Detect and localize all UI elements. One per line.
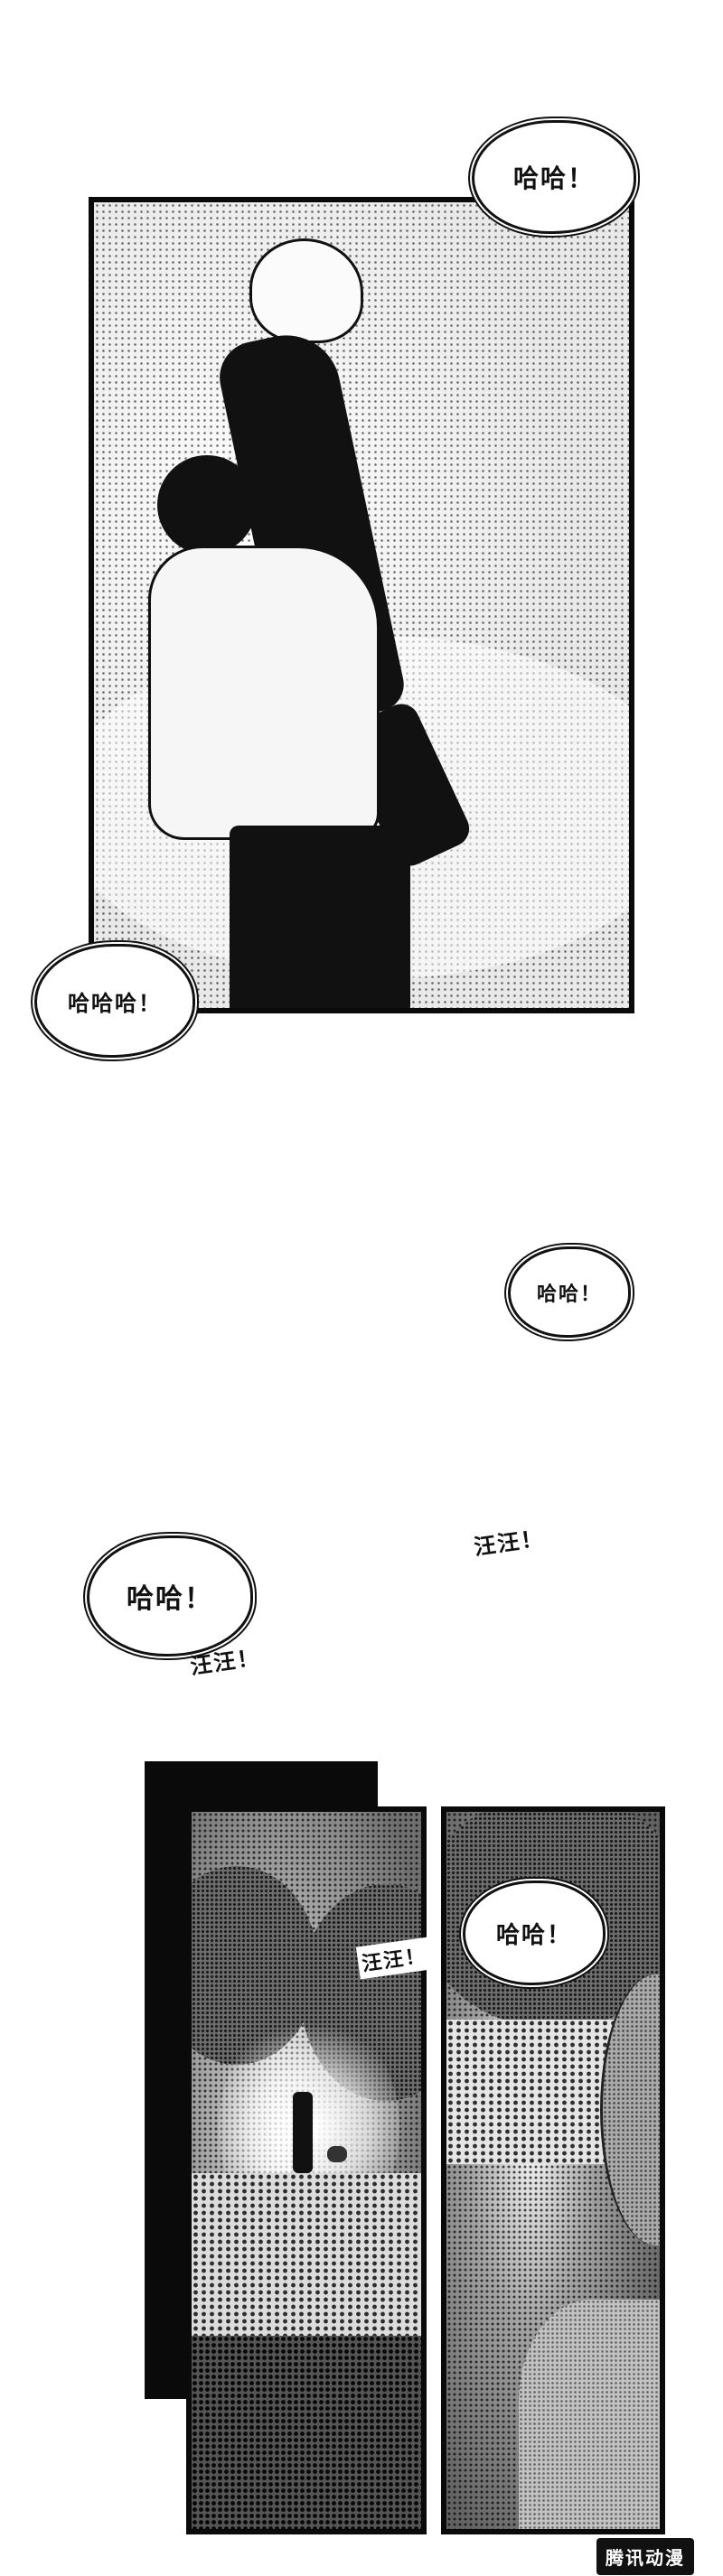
bubble-text: 哈哈！ (536, 1283, 602, 1306)
panel-forest-wide (186, 1806, 427, 2534)
sfx-bark-right: 汪汪！ (472, 1525, 546, 1561)
bubble-text: 哈哈！ (495, 1921, 572, 1949)
couple-figure (293, 2092, 313, 2173)
speech-bubble-laugh-mid-left: 哈哈！ (87, 1535, 253, 1657)
darkhair-head (157, 455, 257, 555)
speech-bubble-laugh-bottom: 哈哈哈！ (34, 944, 195, 1058)
panel-embrace (89, 197, 634, 1013)
dog-figure (327, 2146, 347, 2162)
speech-bubble-laugh-top: 哈哈！ (472, 120, 636, 234)
darkhair-white-shirt (148, 546, 380, 840)
closeup-shoulder (519, 2300, 660, 2529)
blonde-hair (249, 238, 363, 343)
speech-bubble-laugh-mid-right: 哈哈！ (508, 1246, 631, 1338)
bubble-text: 哈哈！ (512, 163, 595, 193)
grass-dark-band (192, 2336, 421, 2529)
publisher-watermark: 腾讯动漫 (596, 2538, 694, 2575)
bubble-text: 哈哈哈！ (68, 990, 162, 1016)
bubble-text: 哈哈！ (127, 1583, 213, 1615)
speech-bubble-laugh-closeup: 哈哈！ (463, 1881, 606, 1985)
darkhair-pants (230, 826, 410, 1008)
